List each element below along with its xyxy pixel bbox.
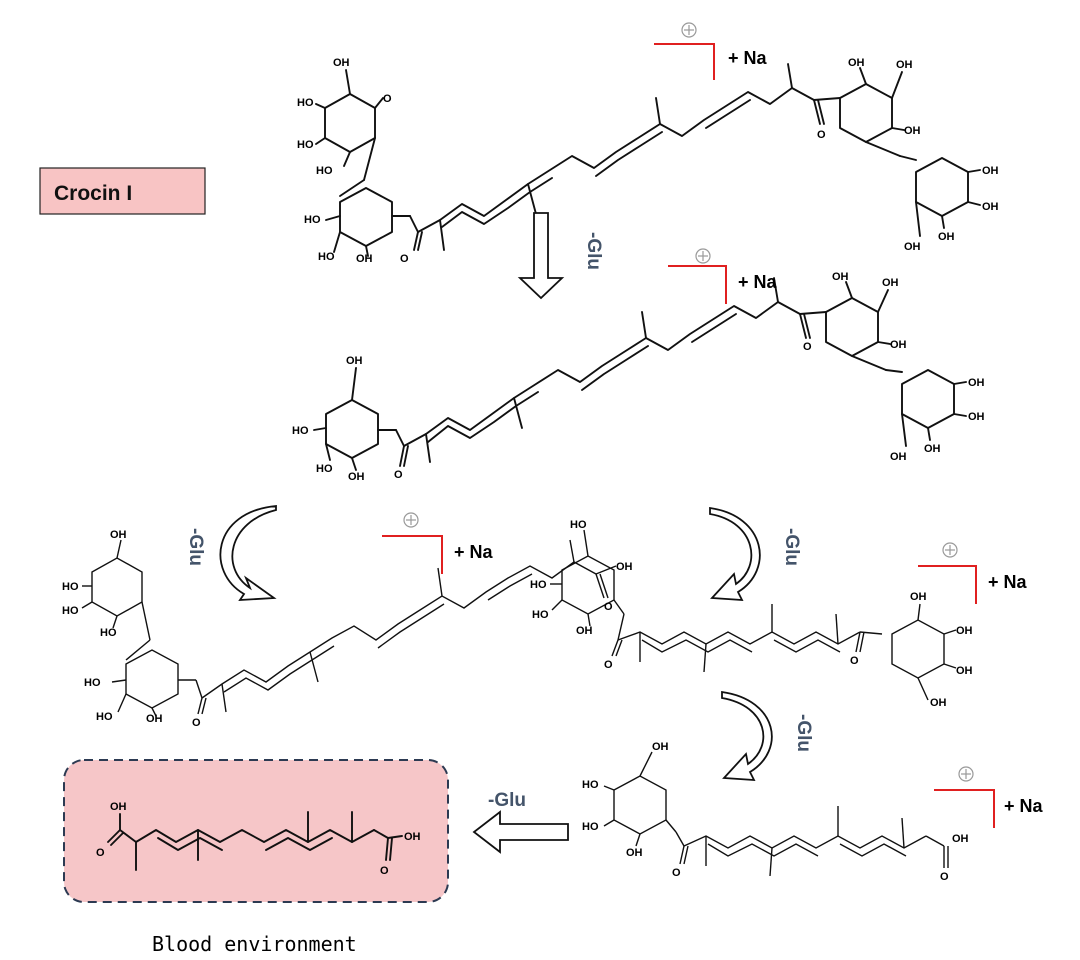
svg-text:OH: OH (616, 561, 633, 573)
glu-label-1: -Glu (583, 232, 604, 270)
svg-text:O: O (850, 655, 859, 667)
svg-text:OH: OH (910, 591, 927, 603)
svg-text:OH: OH (930, 697, 947, 709)
svg-text:OH: OH (333, 57, 350, 69)
svg-text:OH: OH (924, 443, 941, 455)
svg-text:O: O (400, 253, 409, 265)
svg-text:OH: OH (832, 271, 849, 283)
svg-text:OH: OH (968, 411, 985, 423)
molecule-crocetin (107, 811, 403, 871)
svg-text:O: O (383, 93, 392, 105)
svg-text:O: O (604, 659, 613, 671)
svg-text:OH: OH (904, 241, 921, 253)
svg-text:O: O (192, 717, 201, 729)
svg-text:HO: HO (84, 677, 101, 689)
molecule-crocin-3 (81, 539, 617, 717)
arrow-curved-left (219, 505, 277, 602)
svg-text:HO: HO (96, 711, 113, 723)
svg-text:O: O (940, 871, 949, 883)
svg-text:OH: OH (904, 125, 921, 137)
charge-bracket-1: + Na (654, 22, 768, 80)
svg-text:OH: OH (938, 231, 955, 243)
svg-text:HO: HO (316, 165, 333, 177)
svg-text:OH: OH (956, 665, 973, 677)
svg-text:OH: OH (110, 529, 127, 541)
svg-text:O: O (672, 867, 681, 879)
charge-bracket-5: + Na (934, 766, 1044, 828)
arrow-left-open (472, 810, 569, 854)
charge-bracket-2: + Na (668, 248, 778, 304)
molecule-crocin-5 (603, 751, 949, 877)
svg-text:OH: OH (896, 59, 913, 71)
crocin-label-box: Crocin I (39, 167, 206, 215)
na-label-3: + Na (454, 542, 494, 562)
svg-text:OH: OH (346, 355, 363, 367)
svg-text:O: O (817, 129, 826, 141)
svg-text:HO: HO (582, 779, 599, 791)
molecule-crocin-1 (315, 63, 981, 257)
svg-text:OH: OH (146, 713, 163, 725)
na-label-4: + Na (988, 572, 1028, 592)
svg-text:OH: OH (404, 831, 421, 843)
svg-text:HO: HO (532, 609, 549, 621)
svg-text:HO: HO (570, 519, 587, 531)
crocin-label: Crocin I (54, 182, 132, 205)
glu-label-3: -Glu (781, 528, 802, 566)
svg-text:HO: HO (297, 139, 314, 151)
svg-text:OH: OH (652, 741, 669, 753)
svg-text:OH: OH (348, 471, 365, 483)
svg-text:O: O (380, 865, 389, 877)
svg-text:OH: OH (576, 625, 593, 637)
svg-text:O: O (803, 341, 812, 353)
svg-text:HO: HO (292, 425, 309, 437)
atom-labels: OH HO HO HO O HO HO OH O O OH OH OH OH O… (62, 57, 999, 883)
svg-text:O: O (604, 601, 613, 613)
molecule-crocin-4 (550, 529, 957, 701)
svg-text:OH: OH (356, 253, 373, 265)
arrow-curved-right-1 (709, 506, 761, 602)
arrow-curved-right-2 (721, 690, 773, 782)
na-label-1: + Na (728, 48, 768, 68)
svg-text:OH: OH (982, 201, 999, 213)
svg-text:HO: HO (582, 821, 599, 833)
svg-text:OH: OH (968, 377, 985, 389)
svg-text:HO: HO (62, 581, 79, 593)
svg-text:HO: HO (530, 579, 547, 591)
charge-bracket-3: + Na (382, 512, 494, 574)
glu-label-5: -Glu (488, 790, 526, 811)
svg-text:HO: HO (100, 627, 117, 639)
svg-text:HO: HO (304, 214, 321, 226)
svg-text:OH: OH (890, 451, 907, 463)
svg-text:O: O (96, 847, 105, 859)
blood-environment-caption: Blood environment (152, 932, 357, 956)
svg-text:O: O (394, 469, 403, 481)
svg-text:OH: OH (956, 625, 973, 637)
glu-label-4: -Glu (793, 714, 814, 752)
svg-text:OH: OH (882, 277, 899, 289)
svg-text:OH: OH (952, 833, 969, 845)
svg-text:HO: HO (297, 97, 314, 109)
svg-text:HO: HO (318, 251, 335, 263)
na-label-2: + Na (738, 272, 778, 292)
svg-text:OH: OH (626, 847, 643, 859)
blood-environment-box (63, 759, 449, 903)
svg-text:OH: OH (982, 165, 999, 177)
svg-text:HO: HO (62, 605, 79, 617)
na-label-5: + Na (1004, 796, 1044, 816)
svg-text:OH: OH (890, 339, 907, 351)
svg-text:OH: OH (110, 801, 127, 813)
svg-text:HO: HO (316, 463, 333, 475)
charge-bracket-4: + Na (918, 542, 1028, 604)
molecule-crocin-2 (313, 277, 967, 471)
svg-text:OH: OH (848, 57, 865, 69)
arrow-down-open (517, 212, 565, 300)
glu-label-2: -Glu (185, 528, 206, 566)
